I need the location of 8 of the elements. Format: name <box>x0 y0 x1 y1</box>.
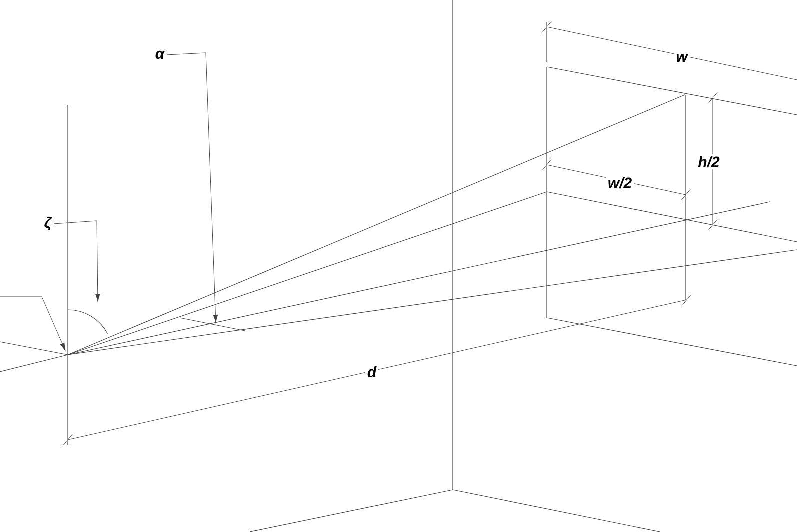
angle-label: α <box>156 50 166 60</box>
dimension-label: h/2 <box>696 154 722 170</box>
dimension-label: d <box>365 364 379 380</box>
leader-line <box>54 220 100 302</box>
dimension-label: w/2 <box>606 175 634 191</box>
leader-line <box>166 52 218 323</box>
dimension-label: w <box>674 52 690 64</box>
angle-label: ζ <box>44 217 52 231</box>
